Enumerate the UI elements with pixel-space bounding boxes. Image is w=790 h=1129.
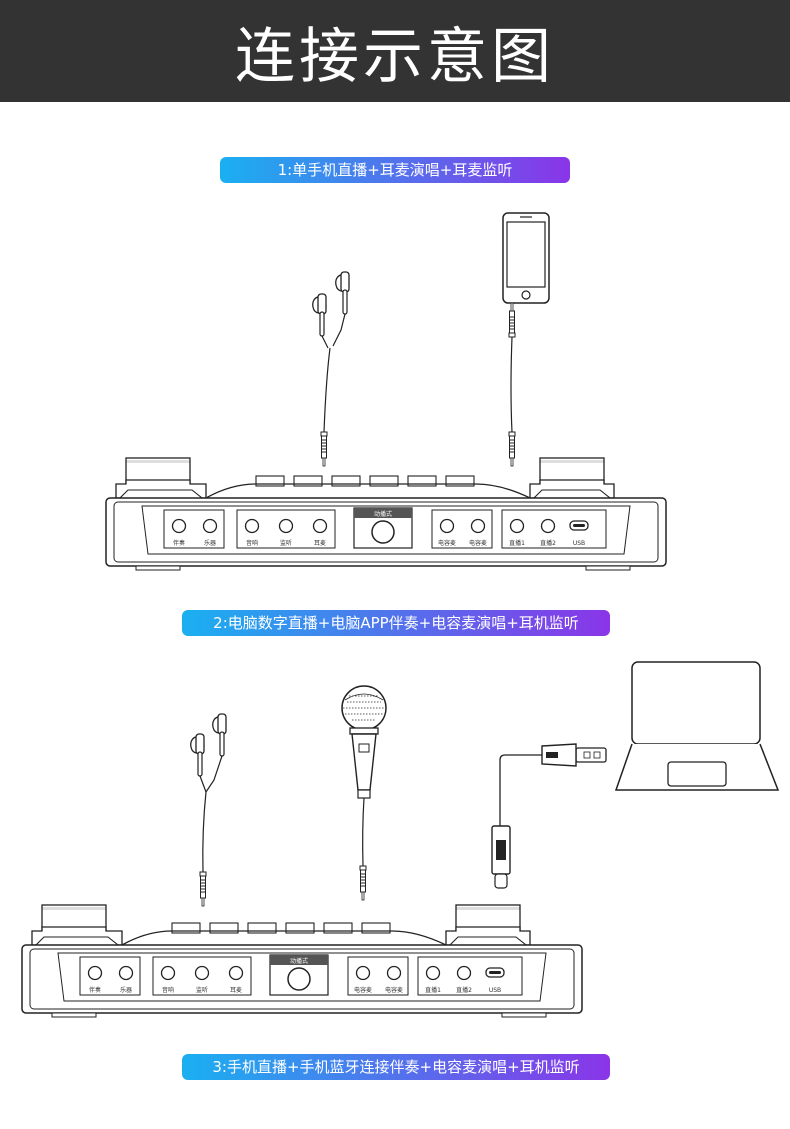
- output-label: 直播2: [456, 986, 472, 994]
- soundcard-device: 伴奏 乐器 音响 监听 耳麦 动播式 电容麦 电容麦 直播1 直播2 USB: [21, 904, 583, 1018]
- port-label: 耳麦: [230, 986, 242, 994]
- earphones-icon: [190, 713, 227, 873]
- port-label: 伴奏: [173, 539, 185, 547]
- earphones-icon: [312, 271, 350, 433]
- output-label: 直播1: [425, 986, 441, 994]
- mic-label: 电容麦: [469, 539, 487, 547]
- port-label: 乐器: [204, 540, 216, 547]
- mic-label: 电容麦: [385, 986, 403, 994]
- microphone-icon: [341, 685, 387, 867]
- soundcard-device: 伴奏 乐器 音响 监听 耳麦 动播式 电容麦 电容麦 直播1 直播2 USB: [105, 457, 667, 571]
- scenario-2-diagram: 伴奏 乐器 音响 监听 耳麦 动播式 电容麦 电容麦 直播1 直播2 USB: [21, 661, 780, 1018]
- port-label: 监听: [280, 539, 292, 547]
- mic-label: 电容麦: [438, 539, 456, 547]
- mode-label: 动播式: [374, 510, 392, 518]
- port-label: 耳麦: [314, 539, 326, 547]
- aux-plug-icon: [320, 431, 328, 467]
- port-label: 伴奏: [89, 986, 101, 994]
- scenario-3-caption: 3:手机直播+手机蓝牙连接伴奏+电容麦演唱+耳机监听: [182, 1054, 610, 1080]
- scenario-2-caption: 2:电脑数字直播+电脑APP伴奏+电容麦演唱+耳机监听: [182, 610, 610, 636]
- port-label: 音响: [162, 986, 174, 994]
- mic-label: 电容麦: [354, 986, 372, 994]
- aux-plug-icon: [199, 871, 207, 907]
- port-label: 乐器: [120, 987, 132, 994]
- output-label: 直播2: [540, 539, 556, 547]
- scenario-1-caption: 1:单手机直播+耳麦演唱+耳麦监听: [220, 157, 570, 183]
- aux-plug-icon: [359, 865, 367, 901]
- page-title: 连接示意图: [235, 21, 555, 92]
- smartphone-icon: [502, 212, 550, 304]
- mode-label: 动播式: [290, 957, 308, 965]
- port-label: 监听: [196, 986, 208, 994]
- aux-plug-icon: [508, 302, 516, 467]
- usb-cable-icon: [491, 743, 607, 889]
- output-label: USB: [573, 540, 585, 547]
- laptop-icon: [614, 661, 780, 791]
- title-banner: 连接示意图: [0, 0, 790, 102]
- output-label: USB: [489, 987, 501, 994]
- port-label: 音响: [246, 539, 258, 547]
- scenario-1-diagram: 伴奏 乐器 音响 监听 耳麦 动播式 电容麦 电容麦 直播1 直播2 USB: [105, 212, 667, 571]
- output-label: 直播1: [509, 539, 525, 547]
